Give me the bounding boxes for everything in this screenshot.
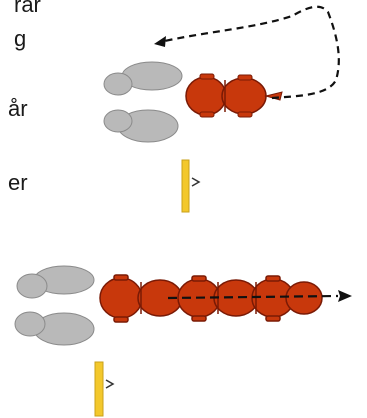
yellow-flag-icon <box>181 159 201 213</box>
shadow-prints-icon <box>14 265 95 346</box>
dashed-path-arrow <box>159 5 340 100</box>
top-diagram <box>103 5 340 213</box>
text-fragment-1: rar <box>14 0 41 17</box>
shadow-prints-icon <box>103 61 183 143</box>
yellow-flag-icon <box>94 361 115 417</box>
path-arrowhead-icon <box>154 36 166 47</box>
bottom-diagram <box>14 265 352 417</box>
dashed-path-arrow <box>167 294 339 300</box>
red-animal-chain-icon <box>99 274 323 323</box>
text-fragment-4: er <box>8 170 28 195</box>
path-arrowhead-icon <box>338 290 352 302</box>
text-fragment-3: år <box>8 96 28 121</box>
red-animal-icon <box>185 73 283 118</box>
text-fragment-2: g <box>14 26 27 51</box>
